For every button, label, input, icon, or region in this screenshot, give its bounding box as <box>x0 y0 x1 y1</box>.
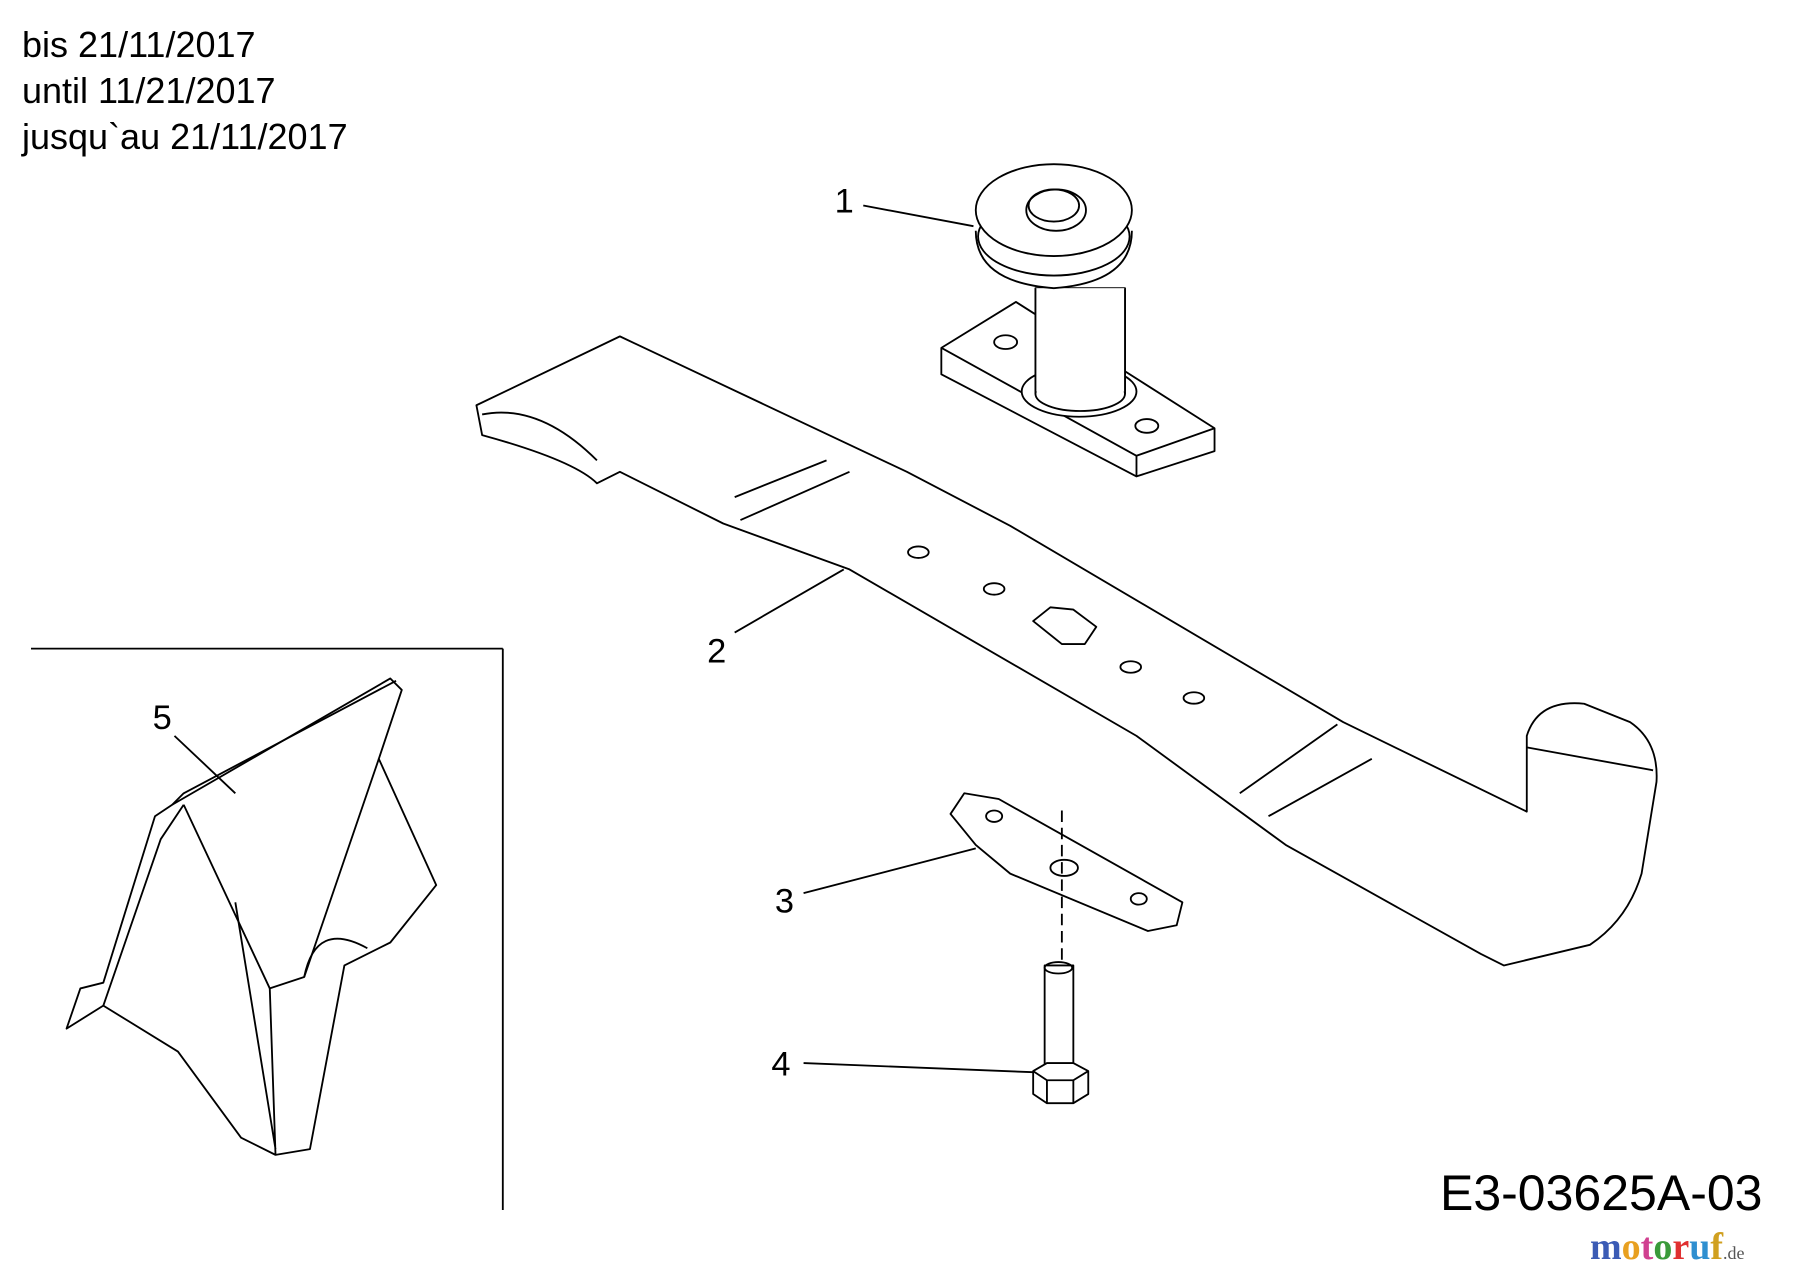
leader-lines <box>173 204 1034 1074</box>
callout-2: 2 <box>707 632 726 670</box>
mower-blade-part[interactable] <box>475 335 1658 967</box>
star-hole <box>1032 606 1098 645</box>
callout-5: 5 <box>153 699 172 737</box>
watermark-letter: r <box>1672 1226 1690 1268</box>
blade-adapter-part[interactable] <box>949 792 1184 972</box>
deflector-part[interactable] <box>65 677 438 1156</box>
watermark-letter: u <box>1689 1226 1711 1268</box>
inset-frame <box>30 647 504 1210</box>
validity-note: bis 21/11/2017 until 11/21/2017 jusqu`au… <box>22 22 348 160</box>
callout-1: 1 <box>835 182 854 220</box>
watermark-letter: m <box>1590 1226 1622 1268</box>
validity-fr: jusqu`au 21/11/2017 <box>22 116 348 157</box>
validity-de: bis 21/11/2017 <box>22 24 256 65</box>
watermark-name: motoruf <box>1590 1226 1723 1268</box>
pulley-spindle-part[interactable] <box>940 163 1216 478</box>
watermark-tld: .de <box>1722 1243 1745 1263</box>
watermark-letter: o <box>1621 1226 1641 1268</box>
watermark-letter: o <box>1653 1226 1673 1268</box>
validity-en: until 11/21/2017 <box>22 70 276 111</box>
callout-4: 4 <box>771 1046 790 1084</box>
watermark-letter: f <box>1710 1226 1723 1268</box>
callout-labels: 1 2 3 4 5 <box>153 182 854 1083</box>
drawing-code: E3-03625A-03 <box>1440 1165 1763 1221</box>
watermark-logo: motoruf.de <box>1590 1226 1744 1274</box>
bolt-part[interactable] <box>1032 961 1090 1105</box>
watermark-letter: t <box>1640 1226 1654 1268</box>
callout-3: 3 <box>775 883 794 921</box>
